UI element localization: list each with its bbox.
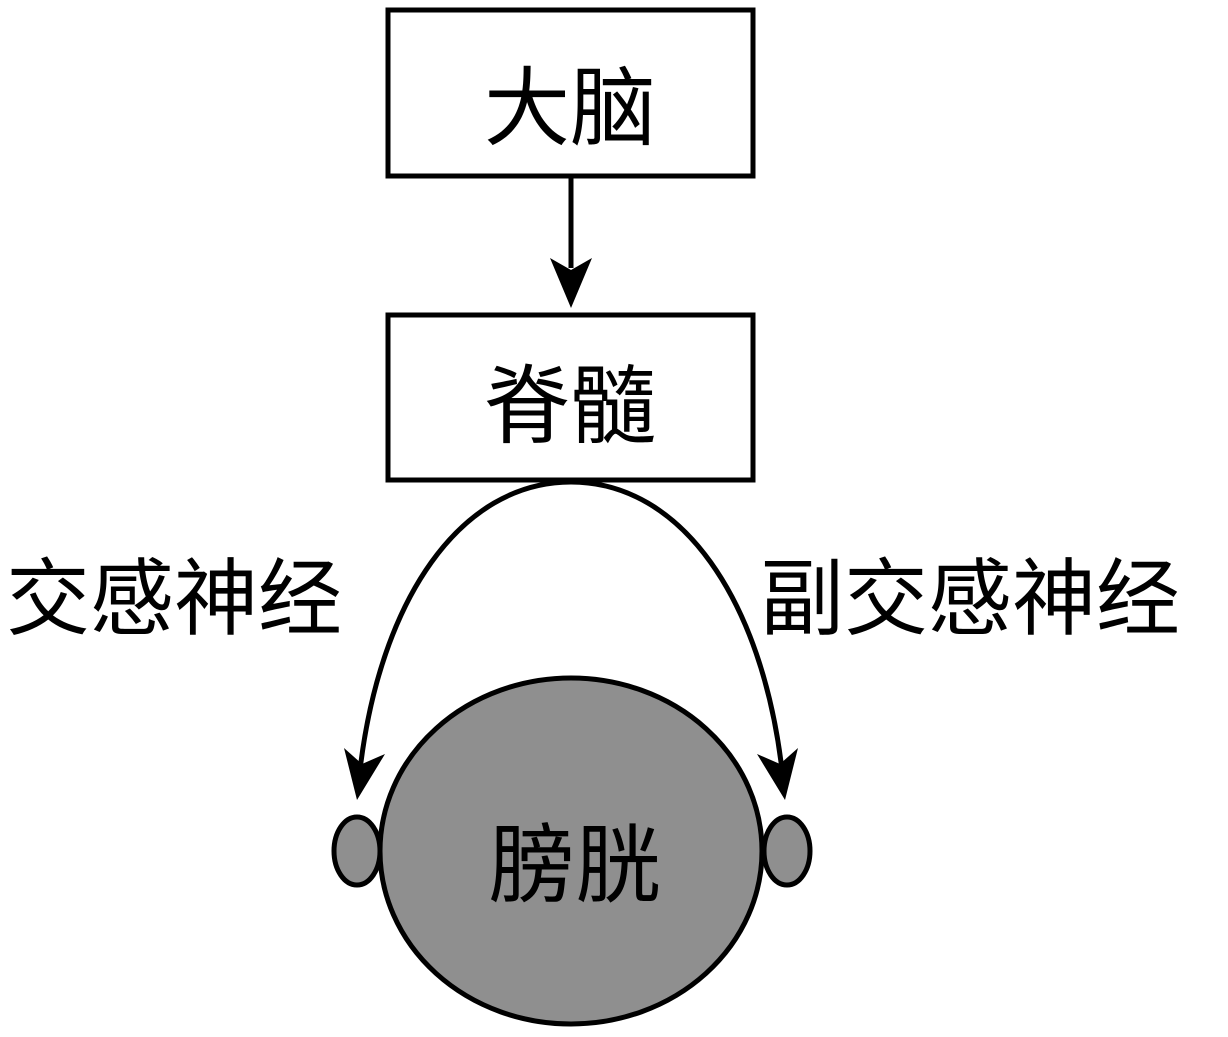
bladder-label: 膀胱 [489,816,661,916]
brain-to-spinal-arrow [550,178,592,308]
bladder-node: 膀胱 [377,675,765,1027]
parasympathetic-label: 副交感神经 [760,550,1180,648]
parasympathetic-arrowhead [757,748,798,800]
brain-node: 大脑 [385,7,756,179]
right-lobe [761,814,813,888]
left-lobe [331,814,383,888]
spinal-cord-label: 脊髓 [484,357,656,457]
sympathetic-arrowhead [344,748,385,800]
nerve-arc [344,479,798,800]
sympathetic-label: 交感神经 [6,550,342,648]
spinal-cord-node: 脊髓 [385,312,756,483]
brain-label: 大脑 [484,59,656,159]
